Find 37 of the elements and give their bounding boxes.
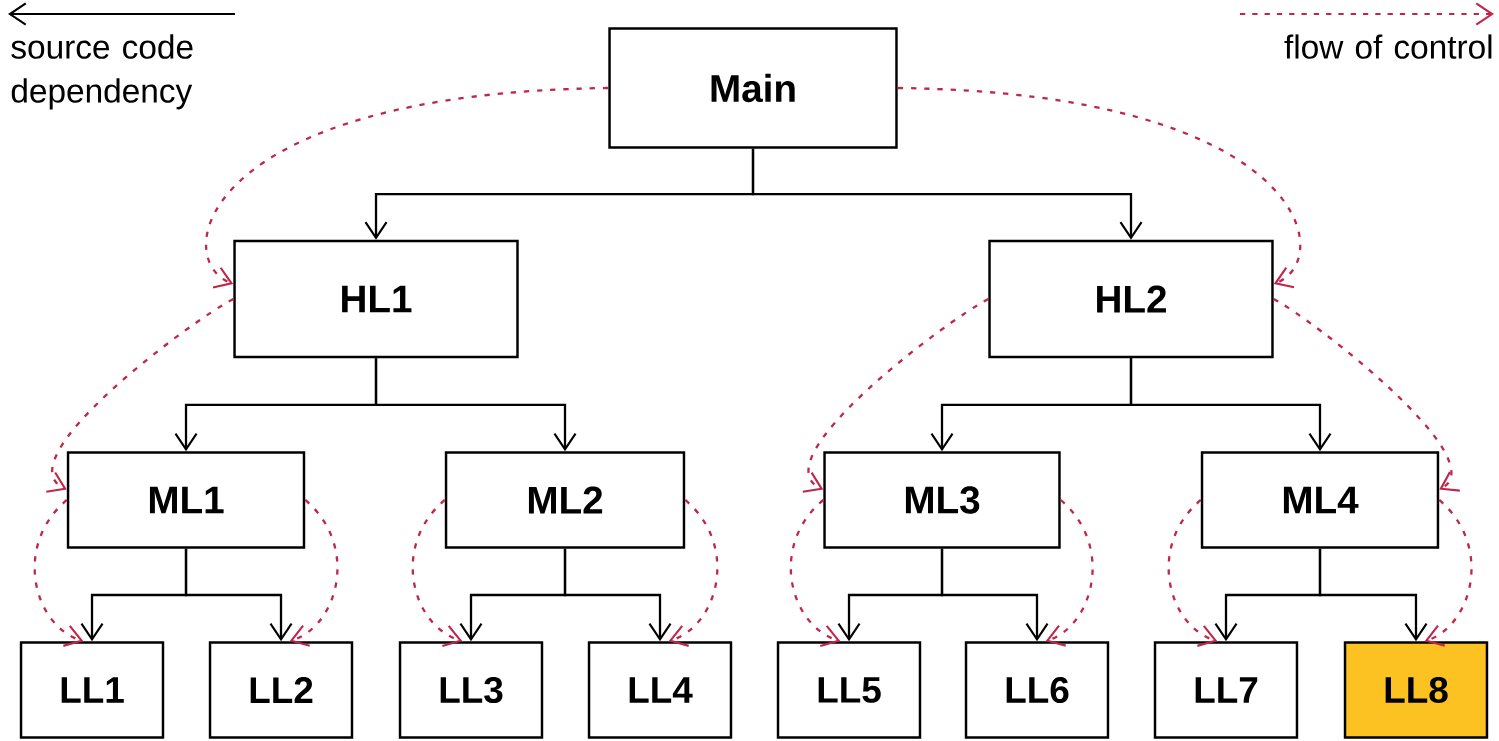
- dependency-arrow: [1129, 358, 1332, 452]
- flow-arrow: [1167, 499, 1218, 647]
- flow-arrow: [1273, 298, 1460, 492]
- dependency-arrow: [563, 548, 672, 642]
- flow-arrow: [897, 86, 1302, 289]
- module-box: ML1: [66, 451, 306, 549]
- dependency-arrow: [184, 548, 293, 642]
- module-box: ML4: [1200, 451, 1440, 549]
- flow-arrow: [411, 499, 463, 647]
- module-box: LL4: [587, 641, 733, 739]
- dependency-arrow: [940, 548, 1049, 642]
- module-box: HL1: [233, 239, 519, 359]
- flow-arrow: [1045, 499, 1094, 647]
- module-box: LL6: [964, 641, 1110, 739]
- module-box: ML2: [444, 451, 686, 549]
- module-box: HL2: [988, 239, 1274, 359]
- legend-label: flow of control: [1284, 34, 1492, 59]
- module-box: LL2: [208, 641, 354, 739]
- module-box: LL5: [776, 641, 922, 739]
- module-box: LL8: [1343, 641, 1489, 739]
- flow-arrow: [1424, 499, 1473, 647]
- dependency-arrow: [374, 358, 577, 452]
- dependency-arrow: [1318, 548, 1428, 642]
- flow-arrow: [289, 499, 339, 647]
- dependency-arrow: [751, 148, 1143, 240]
- flow-arrow: [802, 298, 989, 493]
- module-box: LL3: [398, 641, 544, 739]
- legend-label: source code dependency: [11, 34, 193, 110]
- module-box: LL1: [19, 641, 165, 739]
- flow-arrow: [668, 499, 719, 647]
- module-box: ML3: [823, 451, 1061, 549]
- flow-arrow: [789, 499, 841, 647]
- module-box: Main: [608, 27, 898, 149]
- flow-arrow: [46, 298, 234, 493]
- flow-arrow: [205, 86, 609, 289]
- module-box: LL7: [1153, 641, 1299, 739]
- flow-arrow: [33, 499, 84, 647]
